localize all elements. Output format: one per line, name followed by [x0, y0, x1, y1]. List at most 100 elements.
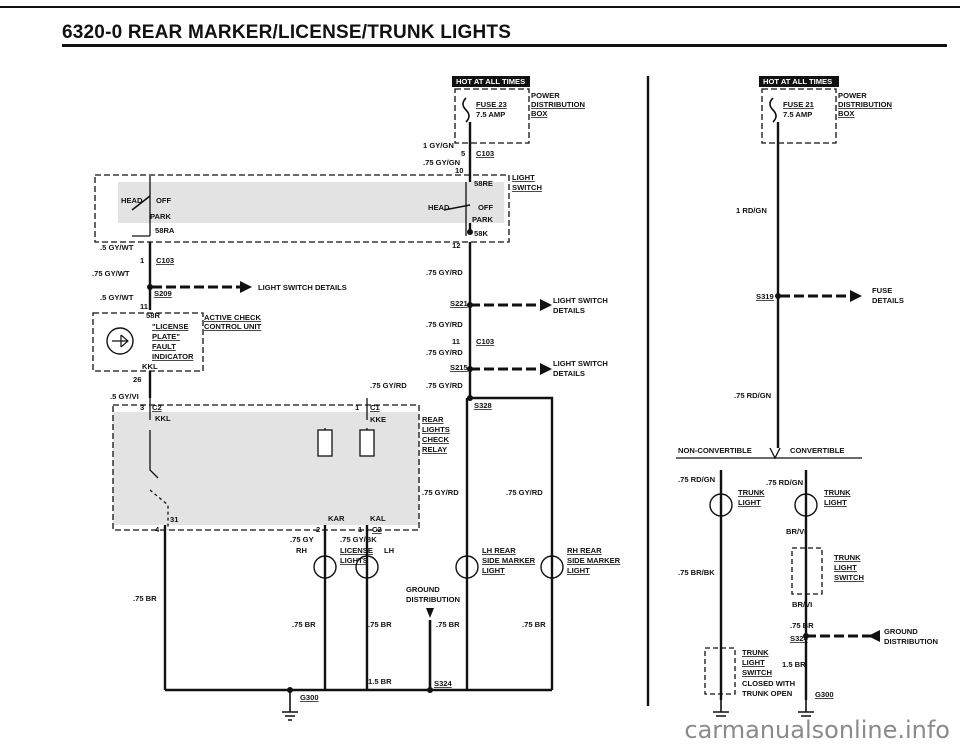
- trunk-open: TRUNK OPEN: [742, 689, 792, 698]
- splice-s324-left: S324: [434, 679, 453, 688]
- page-title: 6320-0 REAR MARKER/LICENSE/TRUNK LIGHTS: [62, 22, 512, 43]
- wire-5gywt-top: .5 GY/WT: [100, 243, 134, 252]
- wire-75brbk: .75 BR/BK: [678, 568, 715, 577]
- wire-15br: 1.5 BR: [368, 677, 392, 686]
- hot-at-all-times-right: HOT AT ALL TIMES: [763, 77, 832, 86]
- pin1-c103: 1: [140, 256, 145, 265]
- lh-label: LH: [384, 546, 394, 555]
- lsd-left: LIGHT SWITCH DETAILS: [258, 283, 347, 292]
- lp-indicator-1: "LICENSE: [152, 322, 189, 331]
- c103-pin5: 5: [461, 149, 466, 158]
- license-lights-2: LIGHTS: [340, 556, 368, 565]
- ground-dist-right-2: DISTRIBUTION: [884, 637, 938, 646]
- off-right: OFF: [478, 203, 494, 212]
- c103-right: C103: [476, 337, 494, 346]
- wire-5gyvi: .5 GY/VI: [110, 392, 139, 401]
- ground-dist-2: DISTRIBUTION: [406, 595, 460, 604]
- c103-left: C103: [156, 256, 174, 265]
- head-right: HEAD: [428, 203, 450, 212]
- wire-75br-b: .75 BR: [292, 620, 316, 629]
- conn-c2-top: C2: [152, 403, 162, 412]
- term-kkl-relay: KKL: [155, 414, 171, 423]
- wire-75gyrd-7: .75 GY/RD: [506, 488, 543, 497]
- wire-75rdgn-left: .75 RD/GN: [678, 475, 715, 484]
- light-switch-line1: LIGHT: [512, 173, 535, 182]
- title-underline: [62, 44, 947, 47]
- wire-75gyrd-3: .75 GY/RD: [426, 348, 463, 357]
- pdb-line3-right: BOX: [838, 109, 854, 118]
- wire-1gygn: 1 GY/GN: [423, 141, 454, 150]
- pin2: 2: [316, 525, 320, 534]
- pin1-relay: 1: [355, 403, 360, 412]
- wire-75gybk: .75 GY/BK: [340, 535, 377, 544]
- splice-s215: S215: [450, 363, 469, 372]
- rear-relay-2: LIGHTS: [422, 425, 450, 434]
- lsd2-line1: LIGHT SWITCH: [553, 296, 608, 305]
- trunk-light-right-1: TRUNK: [824, 488, 851, 497]
- term-kke: KKE: [370, 415, 386, 424]
- ground-g300-left: G300: [300, 693, 319, 702]
- pdb-line2-right: DISTRIBUTION: [838, 100, 892, 109]
- pin26: 26: [133, 375, 141, 384]
- wire-75gyrd-4: .75 GY/RD: [370, 381, 407, 390]
- trunk-light-left-1: TRUNK: [738, 488, 765, 497]
- convertible: CONVERTIBLE: [790, 446, 844, 455]
- pin31: 31: [170, 515, 179, 524]
- pin11-left: 11: [140, 302, 149, 311]
- ground-g300-right: G300: [815, 690, 834, 699]
- rear-relay-4: RELAY: [422, 445, 447, 454]
- conn-c1: C1: [370, 403, 380, 412]
- wire-brvi-1: BR/VI: [786, 527, 806, 536]
- wire-5gywt-mid: .5 GY/WT: [100, 293, 134, 302]
- active-check-1: ACTIVE CHECK: [204, 313, 261, 322]
- wire-75br-d: .75 BR: [436, 620, 460, 629]
- non-convertible: NON-CONVERTIBLE: [678, 446, 752, 455]
- head-left: HEAD: [121, 196, 143, 205]
- park-left: PARK: [150, 212, 171, 221]
- fuse-details-2: DETAILS: [872, 296, 904, 305]
- splice-s209: S209: [154, 289, 172, 298]
- term-kar: KAR: [328, 514, 345, 523]
- lsd3-line2: DETAILS: [553, 369, 585, 378]
- c103-top: C103: [476, 149, 494, 158]
- license-lights-1: LICENSE: [340, 546, 373, 555]
- trunk-switch-left-1: TRUNK: [742, 648, 769, 657]
- wire-75gygn: .75 GY/GN: [423, 158, 460, 167]
- lh-rear-3: LIGHT: [482, 566, 505, 575]
- pin12: 12: [452, 241, 460, 250]
- term-58r: 58R: [146, 311, 160, 320]
- wire-brvi-2: BR/VI: [792, 600, 812, 609]
- pin3: 3: [140, 403, 144, 412]
- wire-75br-c: .75 BR: [368, 620, 392, 629]
- hot-at-all-times-left: HOT AT ALL TIMES: [456, 77, 525, 86]
- wire-1rdgn: 1 RD/GN: [736, 206, 767, 215]
- wire-75gywt: .75 GY/WT: [92, 269, 130, 278]
- rear-relay-1: REAR: [422, 415, 444, 424]
- wire-75gyrd-5: .75 GY/RD: [426, 381, 463, 390]
- pdb-line3-left: BOX: [531, 109, 547, 118]
- wire-75br-right: .75 BR: [790, 621, 814, 630]
- ground-dist-1: GROUND: [406, 585, 440, 594]
- wire-75gyrd-6: .75 GY/RD: [422, 488, 459, 497]
- lsd3-line1: LIGHT SWITCH: [553, 359, 608, 368]
- fuse21-label: FUSE 21: [783, 100, 815, 109]
- pin11-right: 11: [452, 337, 461, 346]
- wire-75gy: .75 GY: [290, 535, 314, 544]
- fuse21-amp: 7.5 AMP: [783, 110, 812, 119]
- fuse23-label: FUSE 23: [476, 100, 507, 109]
- pin4: 4: [155, 525, 160, 534]
- trunk-switch-right-1: TRUNK: [834, 553, 861, 562]
- splice-s324-right: S324: [790, 634, 809, 643]
- trunk-switch-left-3: SWITCH: [742, 668, 772, 677]
- rh-label: RH: [296, 546, 307, 555]
- pin1-c2: 1: [358, 525, 363, 534]
- rh-rear-1: RH REAR: [567, 546, 602, 555]
- wire-75br-e: .75 BR: [522, 620, 546, 629]
- rh-rear-3: LIGHT: [567, 566, 590, 575]
- ground-dist-right-1: GROUND: [884, 627, 918, 636]
- term-58ra: 58RA: [155, 226, 175, 235]
- term-58re: 58RE: [474, 179, 493, 188]
- trunk-switch-left-2: LIGHT: [742, 658, 765, 667]
- splice-s221: S221: [450, 299, 469, 308]
